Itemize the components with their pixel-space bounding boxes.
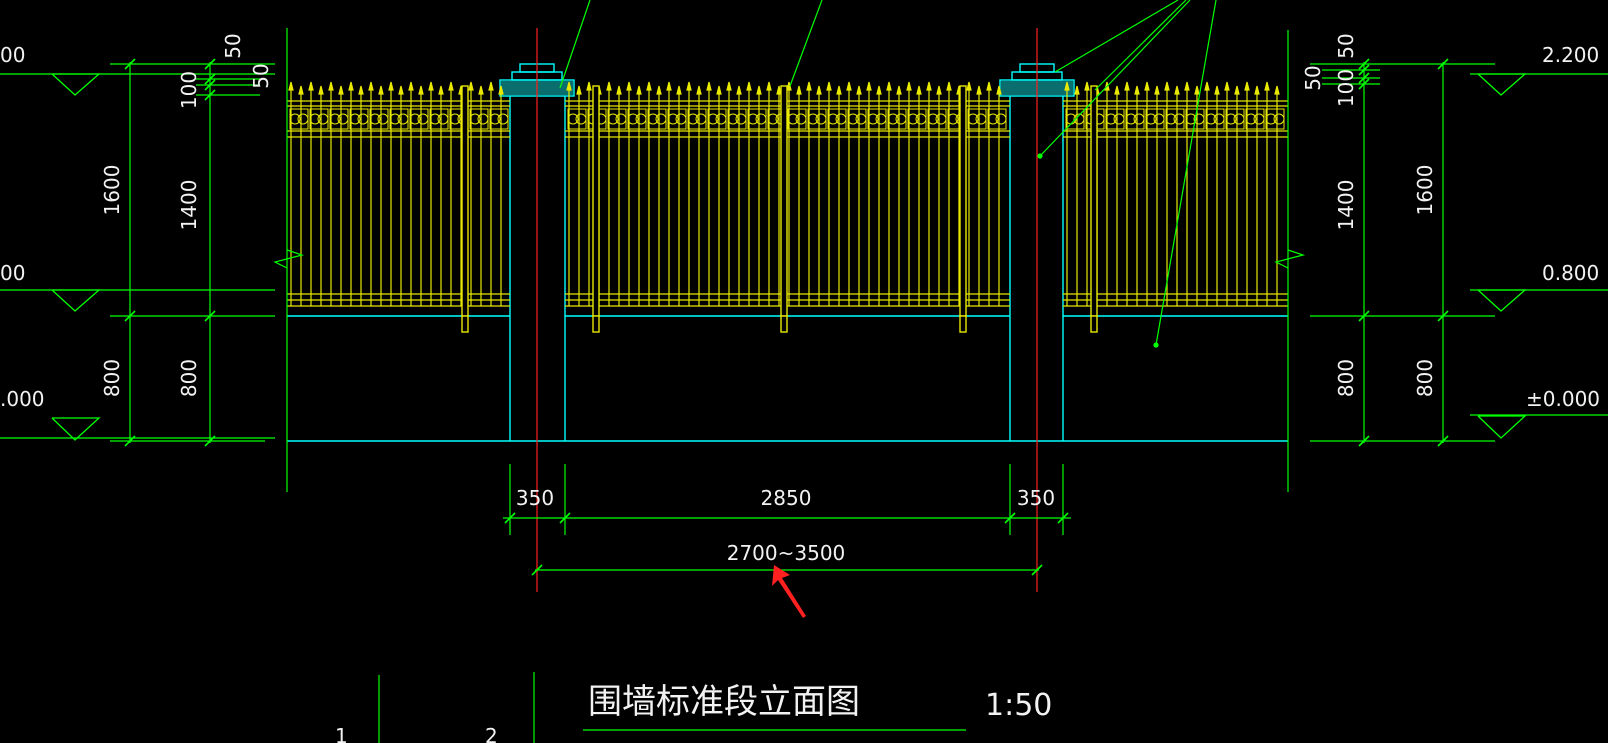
elevation-left-top: 00 bbox=[0, 43, 25, 67]
left-outer-base-label: 800 bbox=[100, 359, 124, 397]
elevation-labels: 00 00 .000 2.200 0.800 ±0.000 bbox=[0, 43, 1600, 411]
axis-lines bbox=[536, 28, 1038, 592]
left-top-c-label: 50 bbox=[249, 63, 273, 88]
right-top-a-label: 50 bbox=[1334, 33, 1358, 58]
left-inner-fence-label: 1400 bbox=[177, 180, 201, 231]
drawing-title: 围墙标准段立面图 bbox=[588, 682, 860, 722]
elevation-left-mid: 00 bbox=[0, 261, 25, 285]
right-outer-base-label: 800 bbox=[1413, 359, 1437, 397]
elevation-markers bbox=[51, 73, 1527, 441]
span-width-label: 2850 bbox=[761, 486, 812, 510]
pier-left-width-label: 350 bbox=[516, 486, 554, 510]
bottom-dimension-labels: 350 2850 350 2700~3500 bbox=[516, 486, 1055, 565]
right-inner-fence-label: 1400 bbox=[1334, 180, 1358, 231]
leader-lines bbox=[559, 0, 1217, 348]
drawing-scale: 1:50 bbox=[985, 688, 1052, 723]
left-outer-total-label: 1600 bbox=[100, 165, 124, 216]
title-mark-left: 1 bbox=[335, 724, 348, 743]
elevation-right-top: 2.200 bbox=[1542, 43, 1599, 67]
title-mark-right: 2 bbox=[485, 724, 498, 743]
dimension-ticks bbox=[124, 58, 1449, 576]
elevation-left-bottom: .000 bbox=[0, 387, 45, 411]
left-inner-base-label: 800 bbox=[177, 359, 201, 397]
fence-posts bbox=[461, 85, 1098, 333]
right-outer-total-label: 1600 bbox=[1413, 165, 1437, 216]
right-top-c-label: 100 bbox=[1334, 69, 1358, 107]
left-top-a-label: 100 bbox=[177, 71, 201, 109]
pointer-arrow-icon bbox=[772, 565, 806, 618]
wall-base bbox=[287, 315, 1288, 442]
pier-right-width-label: 350 bbox=[1017, 486, 1055, 510]
left-dimension-labels: 1600 800 1400 800 100 50 50 bbox=[100, 33, 273, 397]
fence-scroll-ornament bbox=[289, 108, 1285, 130]
right-inner-base-label: 800 bbox=[1334, 359, 1358, 397]
elevation-right-mid: 0.800 bbox=[1542, 261, 1599, 285]
dimension-lines bbox=[129, 62, 1444, 571]
axis-range-label: 2700~3500 bbox=[727, 541, 846, 565]
break-lines bbox=[273, 249, 1306, 269]
left-top-b-label: 50 bbox=[221, 33, 245, 58]
extension-lines bbox=[0, 28, 1608, 535]
elevation-right-bottom: ±0.000 bbox=[1526, 387, 1600, 411]
title-block: 1 2 围墙标准段立面图 1:50 bbox=[335, 672, 1052, 743]
right-top-b-label: 50 bbox=[1301, 65, 1325, 90]
right-dimension-labels: 50 50 100 1400 800 1600 800 bbox=[1301, 33, 1437, 397]
